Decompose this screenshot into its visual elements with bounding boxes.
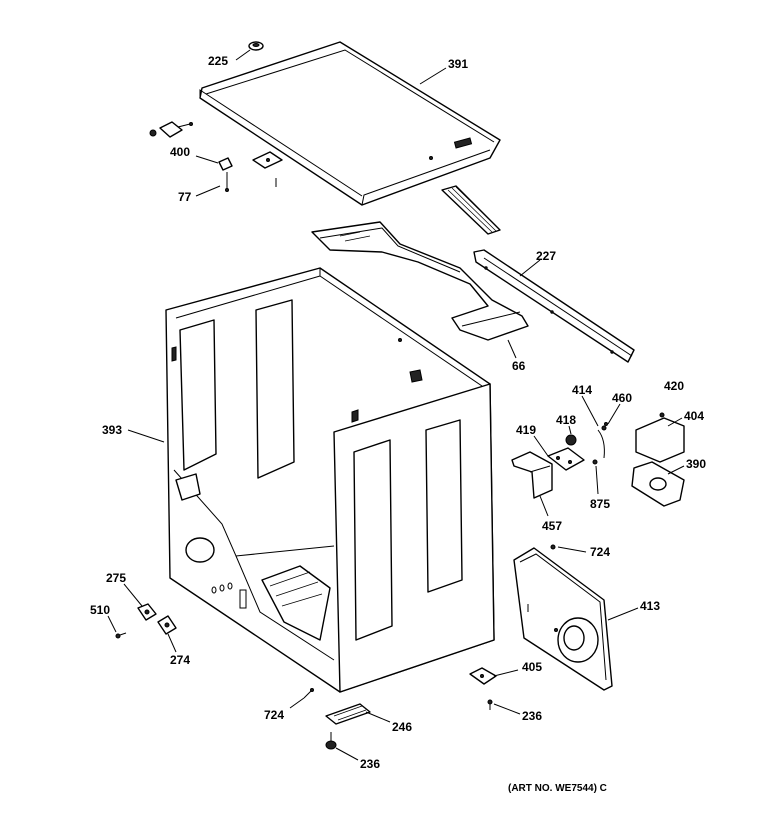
part-274[interactable] [157, 615, 177, 635]
label-391: 391 [448, 57, 468, 71]
part-418[interactable] [565, 434, 577, 446]
label-66: 66 [512, 359, 526, 373]
label-724-right: 724 [590, 545, 610, 559]
label-246: 246 [392, 720, 412, 734]
screw-420[interactable] [659, 412, 665, 418]
label-457: 457 [542, 519, 562, 533]
label-236-bottom: 236 [360, 757, 380, 771]
part-510[interactable] [115, 632, 127, 639]
screw-236-right[interactable] [487, 699, 493, 710]
label-419: 419 [516, 423, 536, 437]
label-875: 875 [590, 497, 610, 511]
gasket-390[interactable] [631, 461, 685, 507]
part-419[interactable] [547, 447, 585, 471]
label-405: 405 [522, 660, 542, 674]
label-225: 225 [208, 54, 228, 68]
label-236-right: 236 [522, 709, 542, 723]
label-724-bottom: 724 [264, 708, 284, 722]
label-414: 414 [572, 383, 592, 397]
label-400: 400 [170, 145, 190, 159]
top-panel-391[interactable] [199, 41, 501, 206]
wire-414[interactable] [597, 422, 608, 459]
bracket-457[interactable] [511, 451, 553, 499]
label-77: 77 [178, 190, 192, 204]
label-460: 460 [612, 391, 632, 405]
label-420: 420 [664, 379, 684, 393]
label-413: 413 [640, 599, 660, 613]
part-225[interactable] [248, 41, 264, 51]
label-227: 227 [536, 249, 556, 263]
label-510: 510 [90, 603, 110, 617]
part-875[interactable] [592, 459, 598, 465]
leader-lines [107, 49, 685, 761]
callout-labels: 225 391 400 77 227 66 393 414 460 420 40… [90, 54, 706, 794]
label-404: 404 [684, 409, 704, 423]
foot-236-bottom[interactable] [325, 732, 337, 750]
part-275[interactable] [137, 603, 157, 621]
bracket-small [252, 151, 283, 187]
plate-404[interactable] [635, 417, 685, 463]
label-418: 418 [556, 413, 576, 427]
label-390: 390 [686, 457, 706, 471]
front-panel-413[interactable] [513, 547, 613, 691]
cabinet-393[interactable] [165, 267, 495, 693]
support-bracket-66[interactable] [311, 221, 529, 341]
leveler-246[interactable] [325, 703, 371, 725]
screw-724-right[interactable] [550, 544, 556, 550]
vent-strip [441, 185, 501, 235]
part-400[interactable] [218, 157, 233, 192]
label-275: 275 [106, 571, 126, 585]
label-393: 393 [102, 423, 122, 437]
rail-227[interactable] [473, 249, 635, 363]
art-number-caption: (ART NO. WE7544) C [508, 783, 607, 794]
screw-724-bottom[interactable] [303, 688, 314, 699]
clip-part[interactable] [149, 121, 193, 138]
label-274: 274 [170, 653, 190, 667]
part-405[interactable] [469, 667, 497, 685]
